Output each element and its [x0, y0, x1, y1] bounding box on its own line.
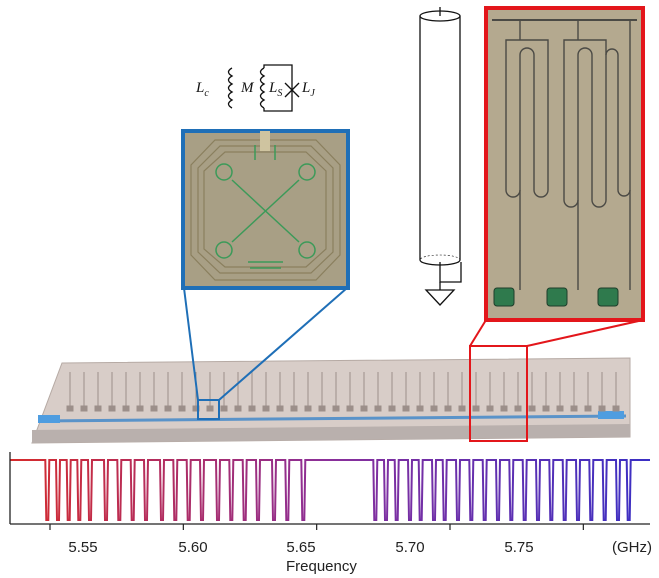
circuit-schematic: [229, 65, 300, 111]
chip-resonator-pad: [123, 406, 129, 411]
tick-label: 5.65: [286, 539, 315, 556]
chip-resonator-pad: [319, 406, 325, 411]
tick-label: 5.75: [504, 539, 533, 556]
m-label: M: [241, 80, 254, 97]
x-axis-title: Frequency: [286, 558, 357, 575]
chip-resonator-pad: [431, 406, 437, 411]
chip-resonator-pad: [291, 406, 297, 411]
lj-label: LJ: [302, 80, 315, 99]
chip-resonator-pad: [347, 406, 353, 411]
chip-resonator-pad: [277, 406, 283, 411]
chip-image: [32, 346, 630, 443]
chip-resonator-pad: [165, 406, 171, 411]
ground-symbol-icon: [426, 282, 454, 305]
meander-micrograph: [486, 8, 643, 320]
chip-resonator-pad: [599, 406, 605, 411]
chip-resonator-pad: [375, 406, 381, 411]
lumped-element-micrograph: [183, 131, 348, 288]
chip-resonator-pad: [305, 406, 311, 411]
chip-resonator-pad: [571, 406, 577, 411]
chip-resonator-pad: [473, 406, 479, 411]
chip-resonator-pad: [361, 406, 367, 411]
tick-label: 5.70: [395, 539, 424, 556]
chip-resonator-pad: [459, 406, 465, 411]
chip-resonator-pad: [515, 406, 521, 411]
transmission-line: [10, 460, 650, 520]
chip-resonator-pad: [109, 406, 115, 411]
chip-resonator-pad: [95, 406, 101, 411]
chip-resonator-pad: [529, 406, 535, 411]
tick-label: 5.60: [178, 539, 207, 556]
blue-zoom-frame: [183, 131, 348, 288]
chip-resonator-pad: [249, 406, 255, 411]
x-unit-label: (GHz): [612, 539, 652, 556]
lc-label: Lc: [196, 80, 209, 99]
chip-resonator-pad: [417, 406, 423, 411]
coupled-inductor-icon: [261, 68, 265, 108]
chip-resonator-pad: [557, 406, 563, 411]
spectrum-chart: [10, 452, 650, 530]
chip-resonator-pad: [403, 406, 409, 411]
chip-resonator-pad: [179, 406, 185, 411]
chip-resonator-pad: [81, 406, 87, 411]
chip-resonator-pad: [235, 406, 241, 411]
red-zoom-line-right: [527, 320, 643, 346]
red-zoom-line-left: [470, 320, 486, 346]
chip-resonator-pad: [487, 406, 493, 411]
chip-resonator-pad: [333, 406, 339, 411]
chip-resonator-pad: [137, 406, 143, 411]
chip-resonator-pad: [207, 406, 213, 411]
chip-resonator-pad: [151, 406, 157, 411]
chip-resonator-pad: [263, 406, 269, 411]
ls-label: LS: [269, 80, 282, 99]
chip-resonator-pad: [501, 406, 507, 411]
chip-resonator-pad: [585, 406, 591, 411]
chip-resonator-pad: [389, 406, 395, 411]
chip-resonator-pad: [67, 406, 73, 411]
chip-resonator-pad: [445, 406, 451, 411]
tick-label: 5.55: [68, 539, 97, 556]
inductor-icon: [229, 68, 233, 108]
chip-resonator-pad: [613, 406, 619, 411]
coaxial-resonator-icon: [420, 7, 461, 282]
chip-resonator-pad: [221, 406, 227, 411]
chip-resonator-pad: [543, 406, 549, 411]
